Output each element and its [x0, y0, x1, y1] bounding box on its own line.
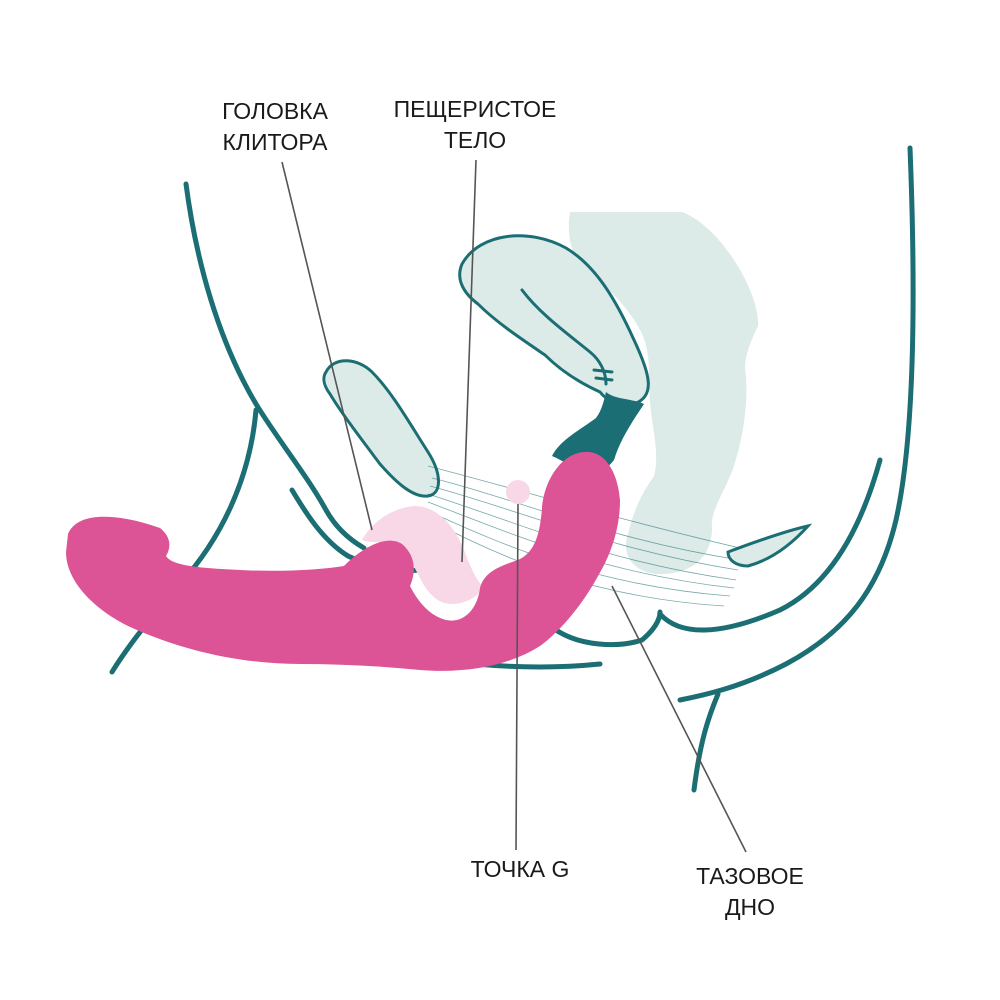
label-line: ТЕЛО	[443, 127, 507, 153]
perineum-outline	[553, 609, 663, 648]
label-line: ПЕЩЕРИСТОЕ	[393, 96, 557, 122]
leader-gspot	[515, 503, 519, 851]
leader-glans	[281, 161, 373, 531]
label-g-spot: ТОЧКА G	[440, 854, 600, 885]
back-body-outline	[677, 145, 916, 703]
leader-lines	[281, 159, 747, 853]
leader-corpus	[461, 159, 477, 563]
label-line: ТАЗОВОЕ	[696, 863, 804, 889]
toy-inner-light	[362, 506, 484, 604]
leader-pelvic	[611, 585, 747, 853]
g-spot-bump	[506, 480, 530, 504]
leg-outline	[691, 691, 721, 793]
label-clitoral-glans: ГОЛОВКА КЛИТОРА	[195, 96, 355, 158]
toy-shape	[66, 451, 620, 671]
rectum-shape	[568, 212, 759, 575]
label-line: КЛИТОРА	[222, 129, 328, 155]
buttock-outline	[657, 457, 883, 633]
front-body-outline	[183, 181, 367, 551]
levator-ani-shape	[726, 523, 813, 568]
label-line: ДНО	[724, 894, 776, 920]
label-line: ГОЛОВКА	[222, 98, 328, 124]
label-line: ТОЧКА G	[470, 856, 570, 882]
label-pelvic-floor: ТАЗОВОЕ ДНО	[675, 861, 825, 923]
cervix-mark	[592, 368, 614, 382]
label-corpus-cavernosum: ПЕЩЕРИСТОЕ ТЕЛО	[370, 94, 580, 156]
bladder-shape	[322, 359, 440, 498]
vaginal-canal	[552, 392, 644, 475]
